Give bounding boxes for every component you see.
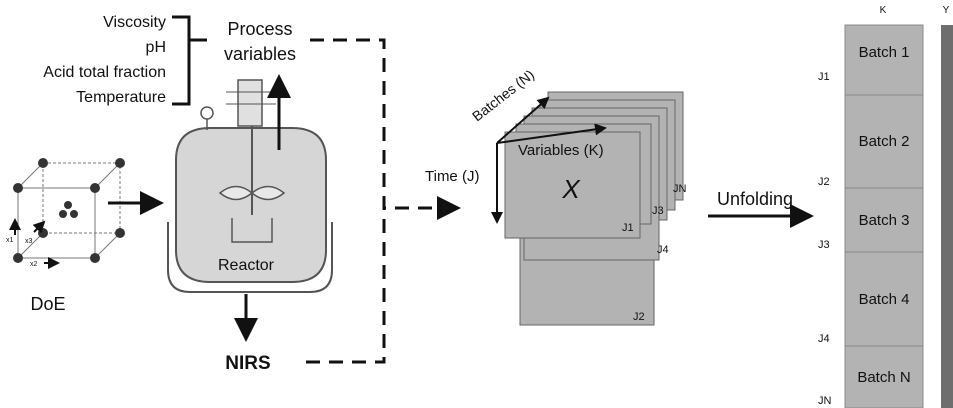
cube-slice-label-jn: JN — [673, 183, 687, 195]
variable-bracket — [172, 15, 207, 106]
matrix-x-symbol: X — [561, 174, 581, 204]
cube-slice-label-j4: J4 — [657, 244, 669, 256]
doe-axis-x3: x3 — [25, 238, 33, 245]
row-label-j2: J2 — [818, 176, 830, 188]
doe-axis-x2: x2 — [30, 261, 38, 268]
batch-3-label: Batch 3 — [859, 212, 910, 229]
variable-ph: pH — [146, 39, 166, 56]
nirs-label: NIRS — [225, 353, 270, 374]
variable-acid-total-fraction: Acid total fraction — [43, 64, 166, 81]
column-k-label: K — [880, 5, 887, 16]
process-variables-label-line1: Process — [227, 19, 292, 39]
unfolded-matrix — [844, 24, 953, 408]
row-label-j4: J4 — [818, 333, 830, 345]
column-y-label: Y — [943, 5, 950, 16]
row-label-jn: JN — [818, 395, 832, 407]
batch-data-cube — [504, 91, 684, 326]
unfolding-label: Unfolding — [717, 189, 793, 209]
variable-viscosity: Viscosity — [103, 14, 166, 31]
dashed-nirs-link — [306, 208, 386, 364]
batch-2-label: Batch 2 — [859, 133, 910, 150]
batch-1-label: Batch 1 — [859, 44, 910, 61]
reactor-vessel — [167, 79, 333, 293]
process-variable-list: Viscosity pH Acid total fraction Tempera… — [43, 14, 166, 106]
cube-slice-label-j1: J1 — [622, 222, 634, 234]
cube-slice-label-j3: J3 — [652, 205, 664, 217]
time-axis-label: Time (J) — [425, 168, 479, 185]
y-column-bar — [941, 25, 953, 408]
variables-axis-arrow — [496, 123, 607, 144]
process-variables-label-line2: variables — [224, 44, 296, 64]
cube-slice-label-j2: J2 — [633, 311, 645, 323]
row-label-j1: J1 — [818, 71, 830, 83]
variables-axis-label: Variables (K) — [518, 142, 604, 159]
row-label-j3: J3 — [818, 239, 830, 251]
reactor-label: Reactor — [218, 257, 275, 274]
variable-temperature: Temperature — [76, 89, 166, 106]
doe-cube: x1 x3 x2 — [6, 158, 125, 269]
batches-axis-arrow — [496, 96, 550, 144]
doe-label: DoE — [30, 294, 65, 314]
batch-n-label: Batch N — [857, 369, 910, 386]
batch-4-label: Batch 4 — [859, 291, 910, 308]
doe-axis-x1: x1 — [6, 237, 14, 244]
dashed-process-link — [310, 38, 461, 220]
slice-j1 — [504, 131, 641, 239]
